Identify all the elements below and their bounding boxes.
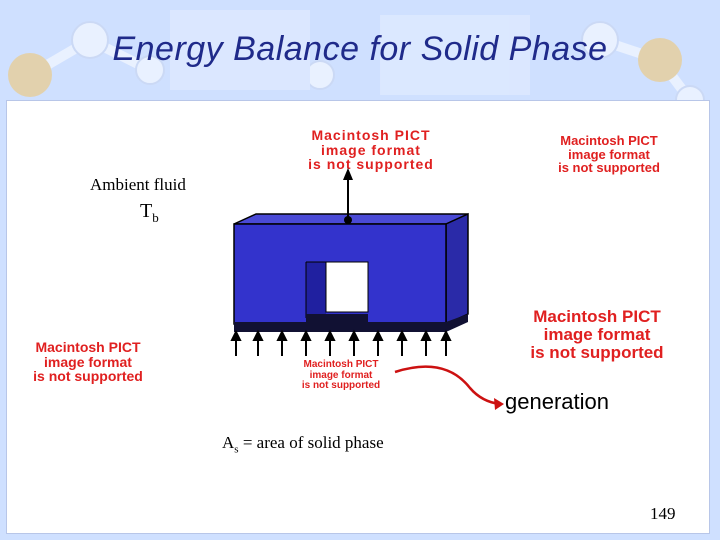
base-plate-front bbox=[234, 322, 446, 331]
slide-title: Energy Balance for Solid Phase bbox=[112, 30, 608, 68]
pict-line-2: image format bbox=[543, 324, 651, 344]
pict-line-1: Macintosh PICT bbox=[303, 359, 379, 370]
generation-pointer-curve bbox=[394, 365, 501, 406]
pict-line-3: is not supported bbox=[530, 342, 664, 362]
tb-subscript: b bbox=[152, 210, 159, 225]
convection-arrow-head bbox=[343, 168, 353, 180]
tb-base: T bbox=[140, 200, 153, 222]
as-rest: = area of solid phase bbox=[238, 433, 384, 452]
pict-line-2: image format bbox=[44, 353, 132, 370]
pict-placeholder-bottom-small: Macintosh PICT image format is not suppo… bbox=[288, 359, 394, 391]
ambient-fluid-label: Ambient fluid bbox=[90, 175, 186, 194]
pict-line-3: is not supported bbox=[33, 368, 143, 385]
pict-line-3: is not supported bbox=[301, 380, 381, 391]
convection-arrow-dot bbox=[344, 216, 352, 224]
pict-line-1: Macintosh PICT bbox=[560, 133, 658, 148]
opening-bottom bbox=[306, 314, 368, 322]
pict-line-2: image format bbox=[309, 369, 373, 381]
pict-line-3: is not supported bbox=[308, 156, 434, 173]
pict-line-2: image format bbox=[321, 141, 421, 158]
bulk-temperature-label: Tb bbox=[140, 200, 159, 226]
block-side-face bbox=[445, 212, 469, 326]
generation-pointer-head bbox=[494, 398, 504, 410]
opening-inner-wall bbox=[306, 262, 326, 318]
pict-line-2: image format bbox=[568, 146, 650, 162]
as-base: A bbox=[222, 433, 235, 452]
pict-placeholder-top-right: Macintosh PICT image format is not suppo… bbox=[546, 134, 672, 180]
pict-placeholder-left: Macintosh PICT image format is not suppo… bbox=[12, 340, 164, 388]
generation-label: generation bbox=[505, 389, 609, 414]
pict-line-1: Macintosh PICT bbox=[311, 127, 431, 143]
pict-placeholder-mid-right: Macintosh PICT image format is not suppo… bbox=[492, 308, 702, 362]
pict-placeholder-top-center: Macintosh PICT image format is not suppo… bbox=[253, 127, 489, 172]
flux-arrows bbox=[230, 329, 452, 356]
opening-window bbox=[325, 261, 369, 313]
pict-line-1: Macintosh PICT bbox=[533, 307, 661, 326]
as-subscript: s bbox=[234, 443, 239, 456]
area-solid-phase-label: As = area of solid phase bbox=[222, 433, 384, 455]
pict-line-3: is not supported bbox=[558, 160, 660, 176]
pict-line-1: Macintosh PICT bbox=[35, 339, 141, 355]
page-number: 149 bbox=[650, 504, 676, 523]
